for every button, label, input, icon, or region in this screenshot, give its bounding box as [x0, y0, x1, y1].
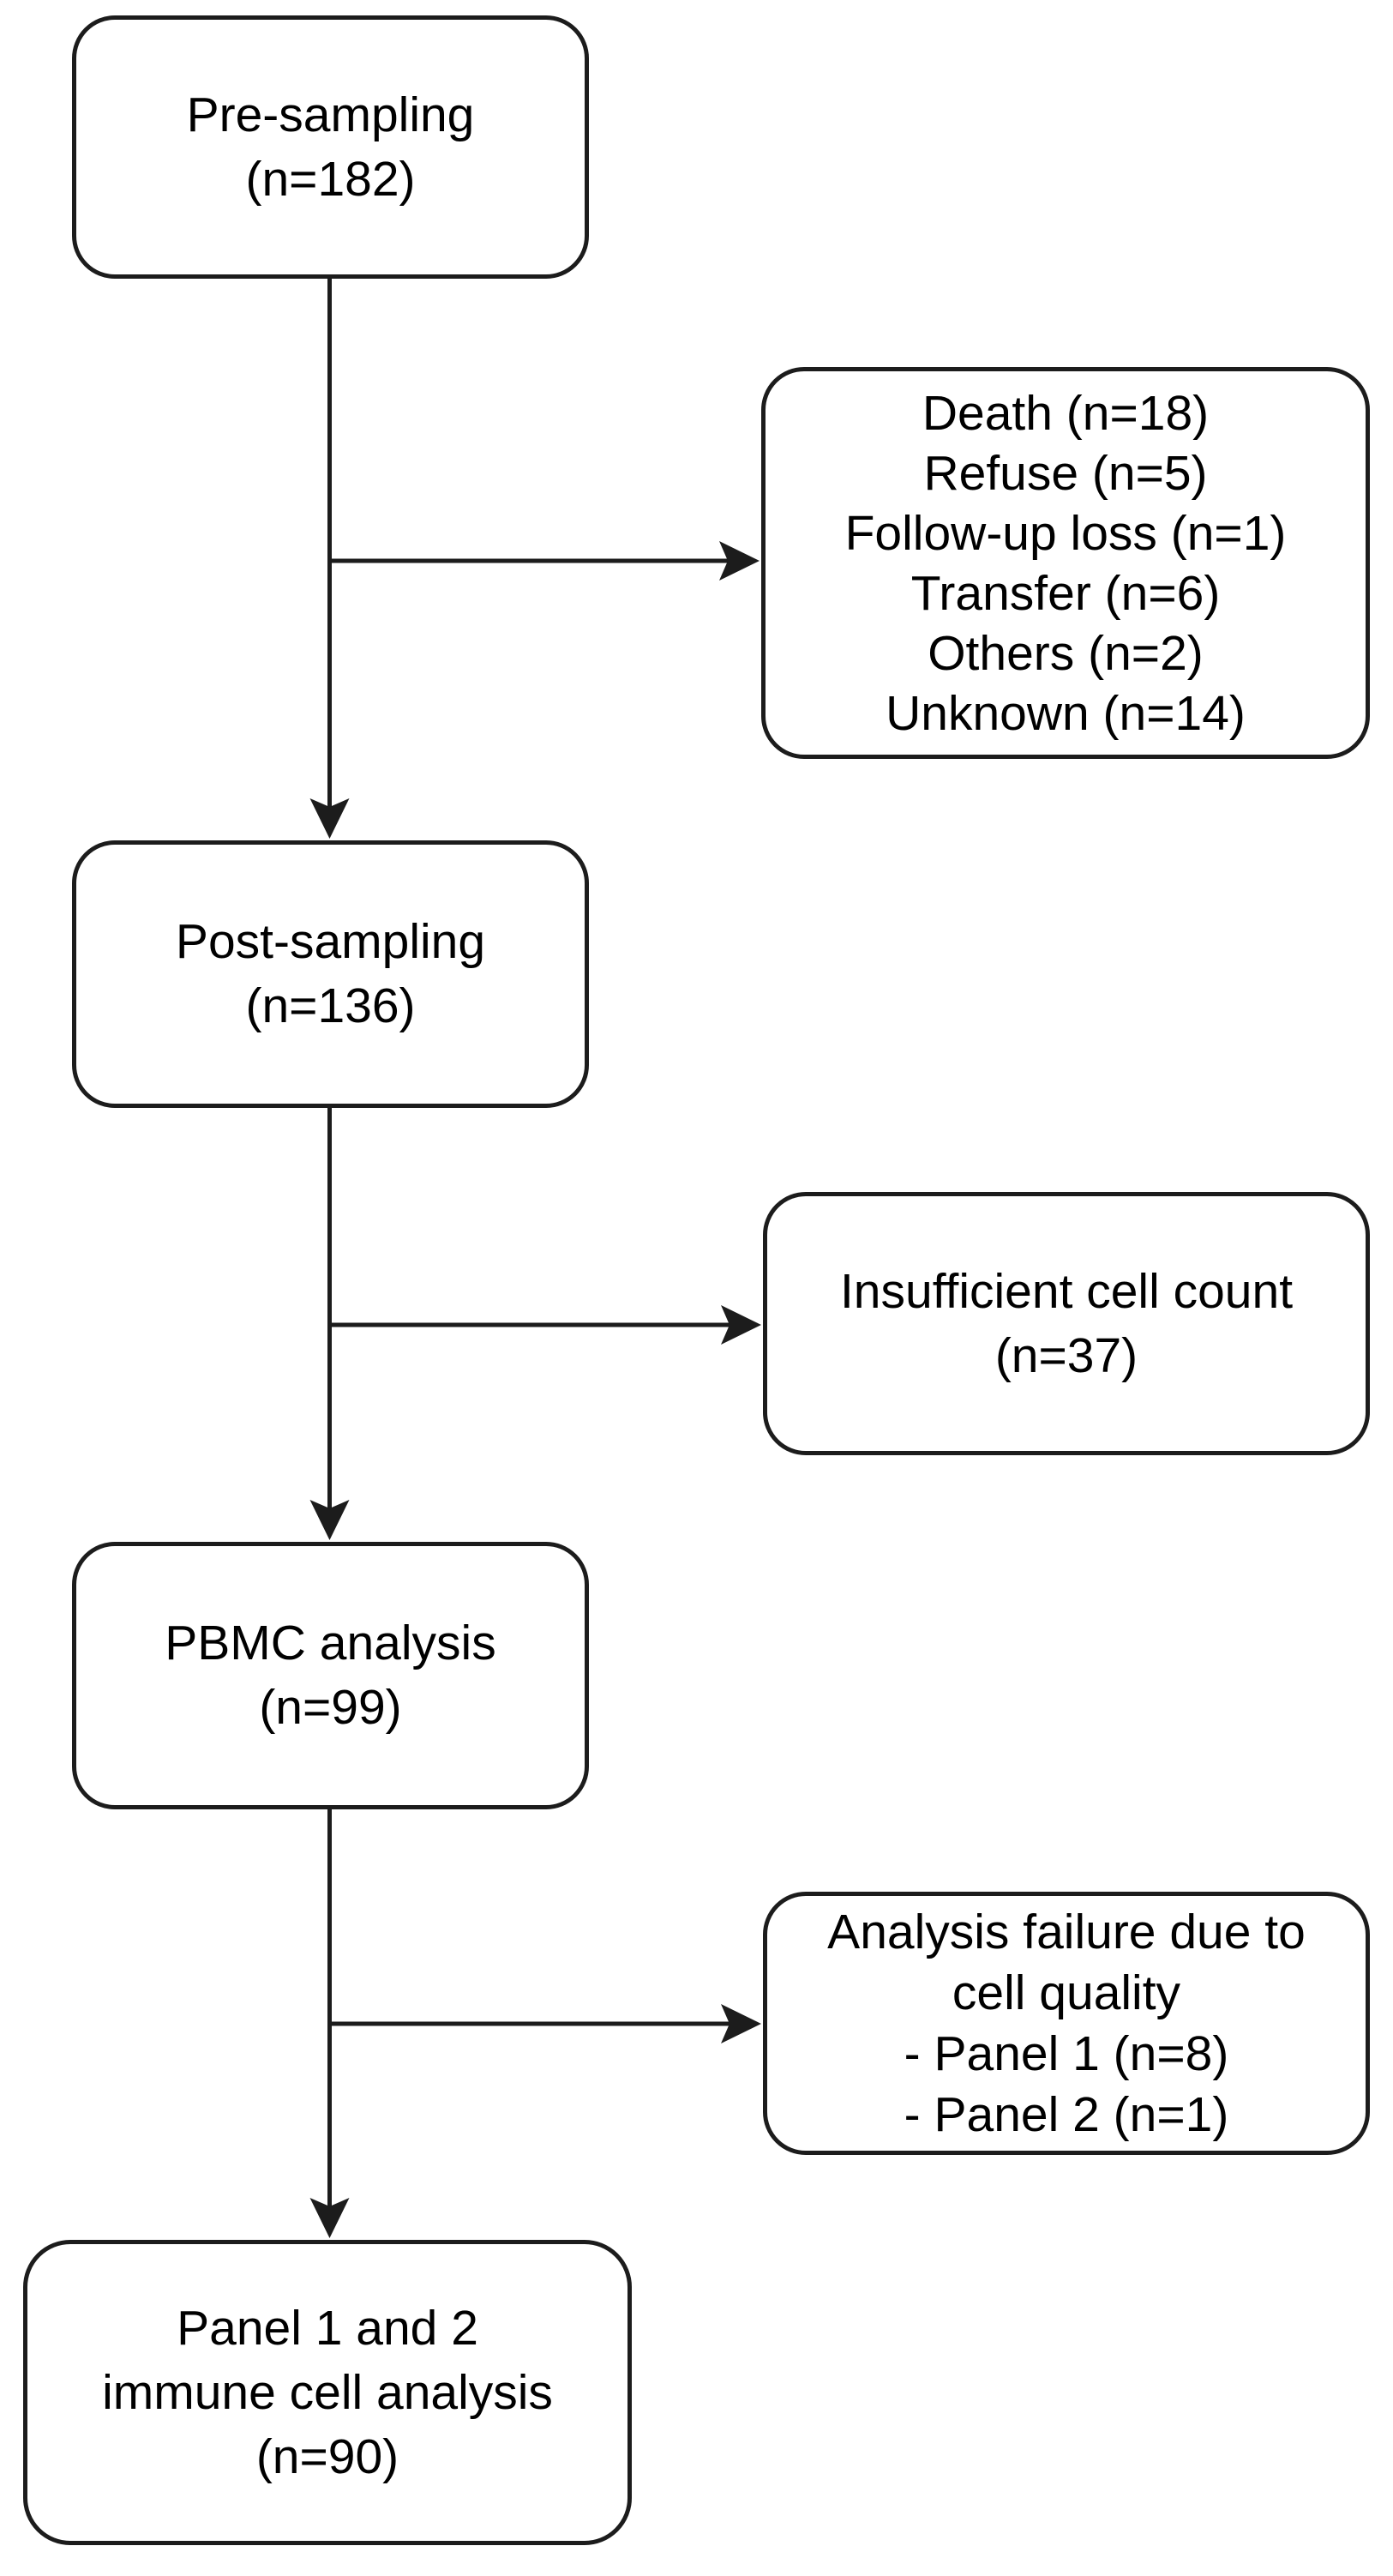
- arrow-pre-to-post: [309, 279, 350, 839]
- final-analysis-label-2: immune cell analysis: [102, 2364, 553, 2420]
- analysis-failure-panel2: - Panel 2 (n=1): [904, 2086, 1229, 2142]
- post-sampling-box: Post-sampling (n=136): [72, 840, 589, 1108]
- exclusions-analysis-failure-box: Analysis failure due to cell quality - P…: [763, 1892, 1370, 2155]
- exclusion-refuse: Refuse (n=5): [923, 445, 1208, 501]
- insufficient-cells-count: (n=37): [994, 1327, 1138, 1383]
- pbmc-analysis-count: (n=99): [259, 1680, 402, 1735]
- pbmc-analysis-box: PBMC analysis (n=99): [72, 1542, 589, 1809]
- analysis-failure-label-2: cell quality: [952, 1965, 1181, 2020]
- exclusions-pre-sampling-box: Death (n=18) Refuse (n=5) Follow-up loss…: [761, 367, 1370, 759]
- exclusion-death: Death (n=18): [922, 385, 1210, 441]
- final-analysis-label-1: Panel 1 and 2: [177, 2300, 478, 2356]
- analysis-failure-panel1: - Panel 1 (n=8): [904, 2025, 1229, 2081]
- arrow-pbmc-to-final: [309, 1809, 350, 2238]
- arrow-branch-exclusions-3: [327, 2004, 761, 2043]
- exclusion-transfer: Transfer (n=6): [910, 565, 1221, 621]
- insufficient-cells-label: Insufficient cell count: [839, 1263, 1294, 1319]
- arrow-branch-exclusions-2: [327, 1305, 761, 1345]
- pre-sampling-box: Pre-sampling (n=182): [72, 15, 589, 279]
- final-analysis-box: Panel 1 and 2 immune cell analysis (n=90…: [23, 2240, 632, 2545]
- exclusion-followup-loss: Follow-up loss (n=1): [844, 505, 1287, 561]
- exclusions-insufficient-cells-box: Insufficient cell count (n=37): [763, 1192, 1370, 1455]
- exclusion-unknown: Unknown (n=14): [886, 685, 1246, 741]
- analysis-failure-label-1: Analysis failure due to: [827, 1904, 1306, 1959]
- pre-sampling-label: Pre-sampling: [186, 87, 475, 142]
- exclusion-others: Others (n=2): [928, 625, 1204, 681]
- post-sampling-label: Post-sampling: [175, 914, 486, 969]
- arrow-branch-exclusions-1: [327, 541, 760, 581]
- post-sampling-count: (n=136): [245, 978, 416, 1033]
- final-analysis-count: (n=90): [255, 2429, 399, 2484]
- pbmc-analysis-label: PBMC analysis: [165, 1616, 496, 1670]
- arrow-post-to-pbmc: [309, 1108, 350, 1540]
- pre-sampling-count: (n=182): [245, 151, 416, 207]
